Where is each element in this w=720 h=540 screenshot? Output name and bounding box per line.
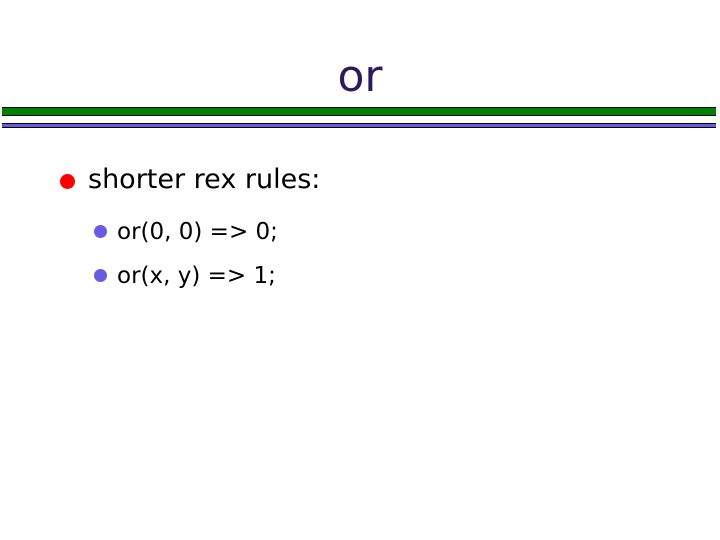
bullet-marker-icon	[60, 174, 75, 189]
divider-gap	[2, 116, 716, 123]
slide-title: or	[337, 51, 383, 102]
bullet-item-level2: or(x, y) => 1;	[94, 258, 720, 294]
bullet-label: or(x, y) => 1;	[117, 263, 276, 289]
bullet-item-level2: or(0, 0) => 0;	[94, 214, 720, 250]
bullet-marker-icon	[94, 225, 107, 238]
divider-blue-rule	[2, 123, 716, 128]
title-divider	[2, 107, 716, 129]
bullet-label: shorter rex rules:	[88, 164, 321, 195]
divider-green-rule	[2, 107, 716, 116]
bullet-marker-icon	[94, 269, 107, 282]
bullet-label: or(0, 0) => 0;	[117, 219, 278, 245]
slide-body: shorter rex rules: or(0, 0) => 0; or(x, …	[0, 160, 720, 302]
bullet-item-level1: shorter rex rules:	[60, 160, 720, 200]
